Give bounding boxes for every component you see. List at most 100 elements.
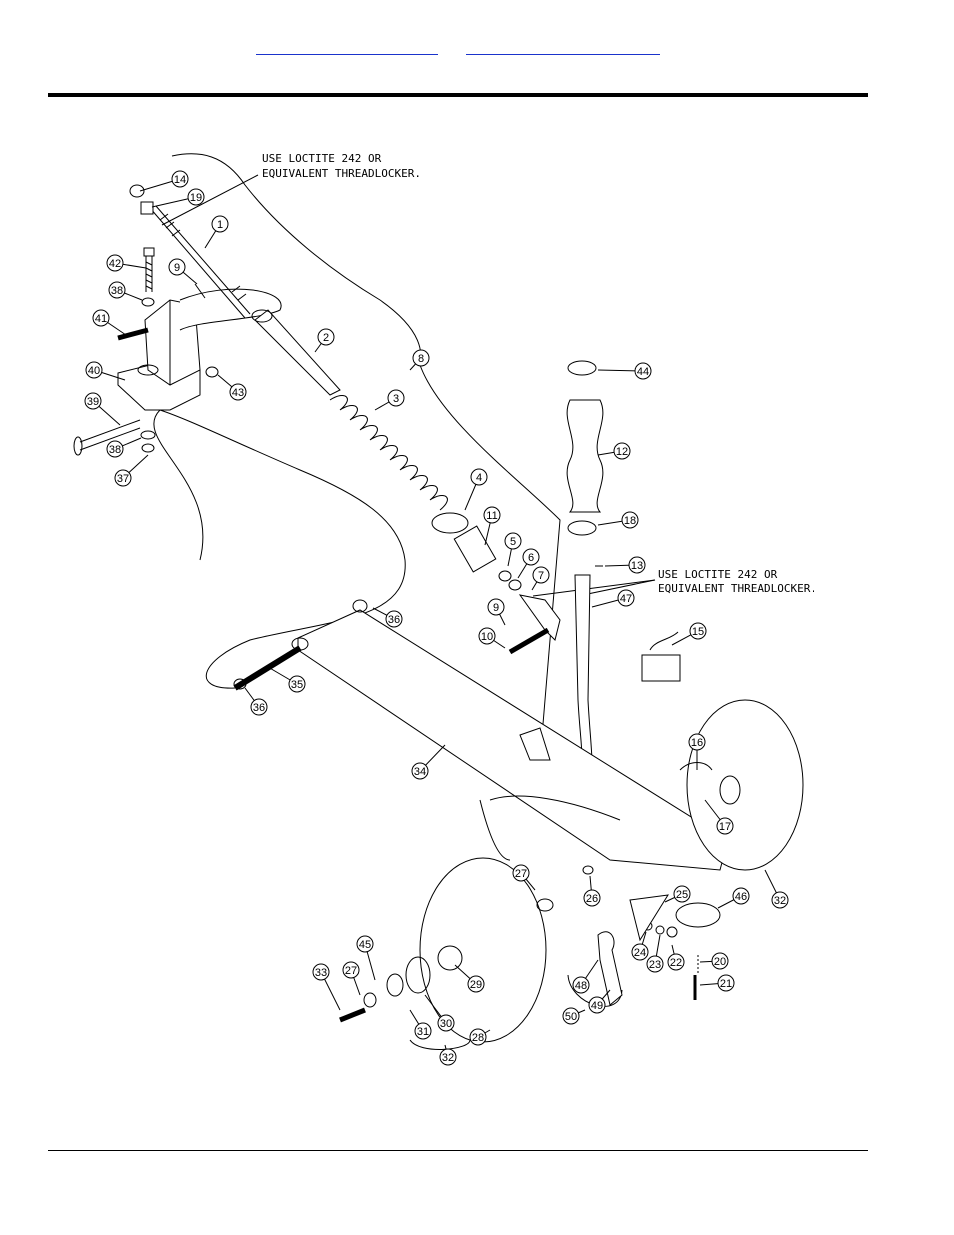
nav-link-1[interactable]: [256, 36, 438, 55]
callout-label: 30: [440, 1018, 452, 1030]
callout-48: 48: [572, 959, 599, 994]
callout-43: 43: [217, 374, 247, 401]
callout-balloon: [483, 506, 501, 524]
callout-balloon: [470, 468, 488, 486]
callout-label: 21: [720, 978, 732, 990]
callout-33: 33: [312, 963, 341, 1011]
callout-balloon: [688, 733, 706, 751]
washer-38-bottom: [140, 430, 156, 440]
lever-block-15: [641, 631, 681, 682]
callout-balloon: [412, 349, 430, 367]
callout-38: 38: [106, 437, 142, 458]
callout-label: 49: [591, 1000, 603, 1012]
callout-label: 46: [735, 891, 747, 903]
callout-balloon: [387, 389, 405, 407]
callout-28: 28: [469, 1028, 491, 1046]
spring-rod-1: [129, 184, 251, 319]
note-top-line-2: EQUIVALENT THREADLOCKER.: [262, 167, 421, 180]
callout-balloon: [716, 817, 734, 835]
pivot-bracket: [117, 288, 282, 411]
callout-balloon: [467, 975, 485, 993]
callout-label: 26: [586, 893, 598, 905]
callout-balloon: [411, 762, 429, 780]
callout-label: 12: [616, 446, 628, 458]
callout-label: 39: [87, 396, 99, 408]
group-outline-top: [171, 153, 422, 366]
callout-4: 4: [464, 468, 488, 511]
callout-balloon: [168, 258, 186, 276]
callout-label: 13: [631, 560, 643, 572]
bolt-39: [73, 419, 141, 456]
callout-21: 21: [699, 974, 735, 992]
callout-24: 24: [631, 931, 649, 961]
callout-37: 37: [114, 454, 149, 487]
callout-30: 30: [424, 994, 455, 1032]
callout-2: 2: [314, 328, 335, 353]
nut-43: [205, 366, 219, 378]
callout-label: 47: [620, 593, 632, 605]
group-outline-arm: [419, 364, 561, 761]
callout-label: 14: [174, 174, 186, 186]
frame-arm-34: [233, 599, 729, 871]
note-leader-top: [161, 174, 259, 226]
callout-label: 22: [670, 957, 682, 969]
callout-balloon: [487, 598, 505, 616]
callout-balloon: [617, 589, 635, 607]
nut-5: [498, 570, 512, 582]
nav-link-2[interactable]: [466, 36, 660, 55]
callout-balloon: [532, 566, 550, 584]
washer-27: [363, 992, 377, 1008]
callout-balloon: [288, 675, 306, 693]
callout-27: 27: [512, 864, 536, 891]
callout-balloon: [771, 891, 789, 909]
group-outline-bottom: [409, 1039, 471, 1050]
callout-35: 35: [267, 666, 306, 693]
callout-label: 19: [190, 192, 202, 204]
callout-balloon: [342, 961, 360, 979]
bearing-29: [437, 945, 463, 971]
block-46: [675, 902, 721, 928]
callout-3: 3: [374, 389, 405, 411]
callout-label: 25: [676, 889, 688, 901]
callout-25: 25: [664, 885, 691, 903]
callout-balloon: [689, 622, 707, 640]
callout-label: 9: [174, 262, 180, 274]
callout-balloon: [732, 887, 750, 905]
callout-label: 35: [291, 679, 303, 691]
callout-47: 47: [591, 589, 635, 608]
callout-label: 43: [232, 387, 244, 399]
callout-label: 48: [575, 980, 587, 992]
callout-balloon: [469, 1028, 487, 1046]
callout-17: 17: [704, 799, 734, 835]
callout-32: 32: [439, 1044, 457, 1066]
callout-balloon: [621, 511, 639, 529]
callout-balloon: [114, 469, 132, 487]
callout-balloon: [84, 392, 102, 410]
callout-balloon: [717, 974, 735, 992]
note-leader-mid-2: [577, 579, 656, 597]
callout-label: 1: [217, 219, 223, 231]
callout-22: 22: [667, 944, 685, 971]
callout-label: 9: [493, 602, 499, 614]
callout-36: 36: [244, 687, 268, 716]
washer-45: [386, 973, 404, 997]
note-leader-mid-1: [532, 579, 656, 597]
hub-30: [405, 956, 431, 994]
tube-2: [251, 309, 341, 396]
callout-label: 16: [691, 737, 703, 749]
spacer-27: [536, 898, 554, 912]
callout-10: 10: [478, 627, 506, 649]
note-mid-line-2: EQUIVALENT THREADLOCKER.: [658, 582, 814, 595]
callout-label: 32: [442, 1052, 454, 1064]
callout-45: 45: [356, 935, 376, 981]
callout-balloon: [414, 1022, 432, 1040]
callout-36: 36: [372, 607, 403, 628]
callout-15: 15: [671, 622, 707, 646]
callout-12: 12: [597, 442, 631, 460]
callout-label: 4: [476, 472, 482, 484]
callout-label: 2: [323, 332, 329, 344]
callout-label: 36: [253, 702, 265, 714]
callout-balloon: [572, 976, 590, 994]
callout-label: 6: [528, 552, 534, 564]
